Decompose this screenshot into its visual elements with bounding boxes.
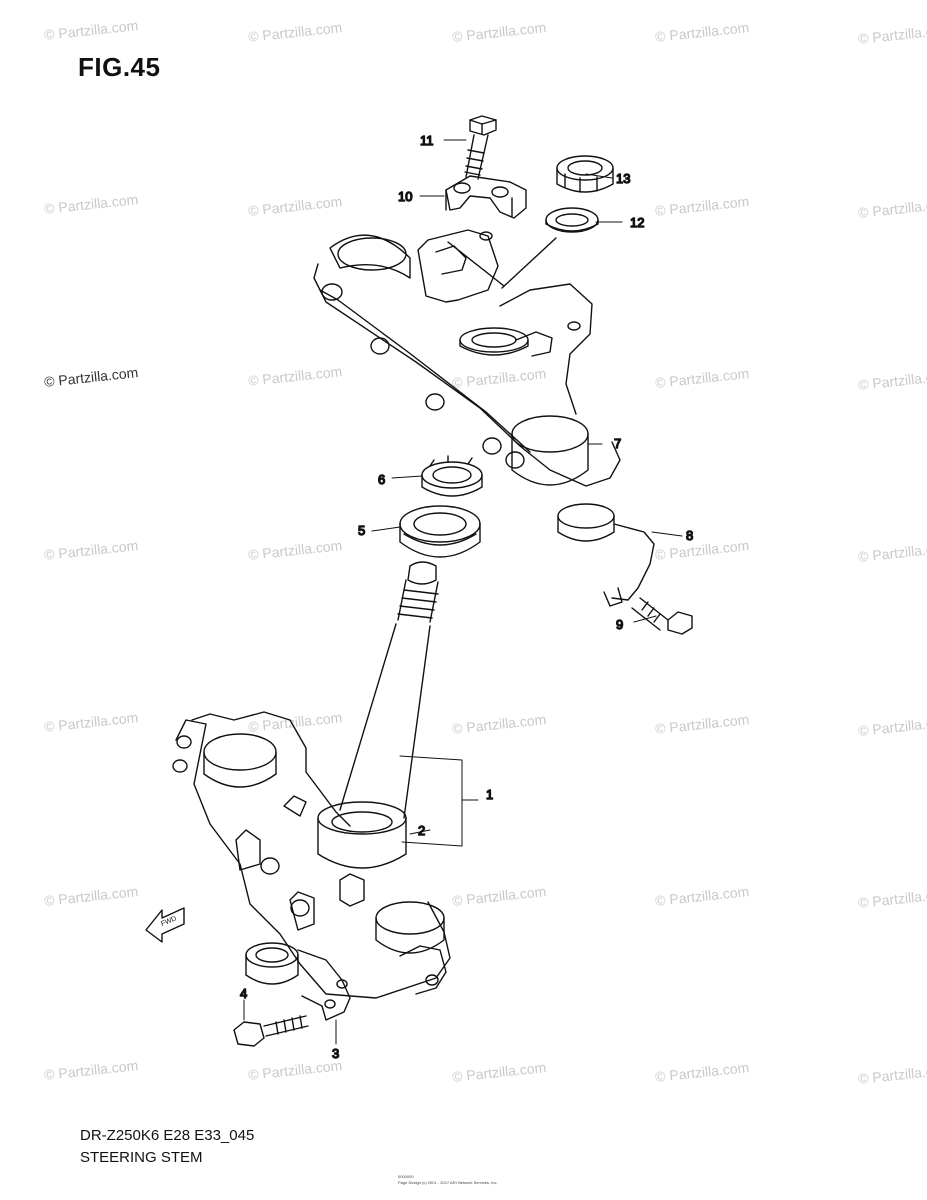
callout-7: 7 xyxy=(614,436,621,451)
callout-8: 8 xyxy=(686,528,693,543)
part-11-bolt[interactable] xyxy=(464,115,497,180)
callout-12: 12 xyxy=(630,215,644,230)
diagram-name: STEERING STEM xyxy=(80,1149,203,1166)
part-4-bolt[interactable] xyxy=(233,1015,309,1047)
figure-title: FIG.45 xyxy=(78,52,161,82)
callout-10: 10 xyxy=(398,189,412,204)
part-10-clamp[interactable] xyxy=(445,175,527,219)
callout-labels: 1 2 3 4 5 6 7 8 9 10 11 12 13 xyxy=(239,132,694,1061)
callout-13: 13 xyxy=(616,171,630,186)
part-6-locknut[interactable] xyxy=(421,455,483,497)
callout-6: 6 xyxy=(378,472,385,487)
part-12-washer[interactable] xyxy=(545,207,599,233)
part-3-lower-clamp[interactable] xyxy=(245,942,351,1021)
copyright-notice: 0000000 Page Design (c) 2001 - 2017 ARI … xyxy=(398,1174,498,1186)
callout-1: 1 xyxy=(486,787,493,802)
copyright-line: 0000000 xyxy=(398,1174,414,1179)
fwd-arrow-icon: FWD xyxy=(145,907,185,943)
part-13-stem-nut[interactable] xyxy=(556,155,614,193)
model-code: DR-Z250K6 E28 E33_045 xyxy=(80,1127,255,1144)
part-1-steering-stem[interactable] xyxy=(172,561,451,999)
callout-4: 4 xyxy=(240,986,247,1001)
part-5-bearing[interactable] xyxy=(399,505,481,558)
callout-9: 9 xyxy=(616,617,623,632)
part-7-upper-bracket[interactable] xyxy=(313,229,621,487)
copyright-line: Page Design (c) 2001 - 2017 ARI Network … xyxy=(398,1180,498,1185)
part-9-bolt[interactable] xyxy=(631,597,693,635)
callout-5: 5 xyxy=(358,523,365,538)
callout-2: 2 xyxy=(418,823,425,838)
part-8-hose-guide[interactable] xyxy=(557,503,655,607)
callout-11: 11 xyxy=(420,133,434,148)
callout-3: 3 xyxy=(332,1046,339,1061)
leader-lines xyxy=(243,139,683,1045)
